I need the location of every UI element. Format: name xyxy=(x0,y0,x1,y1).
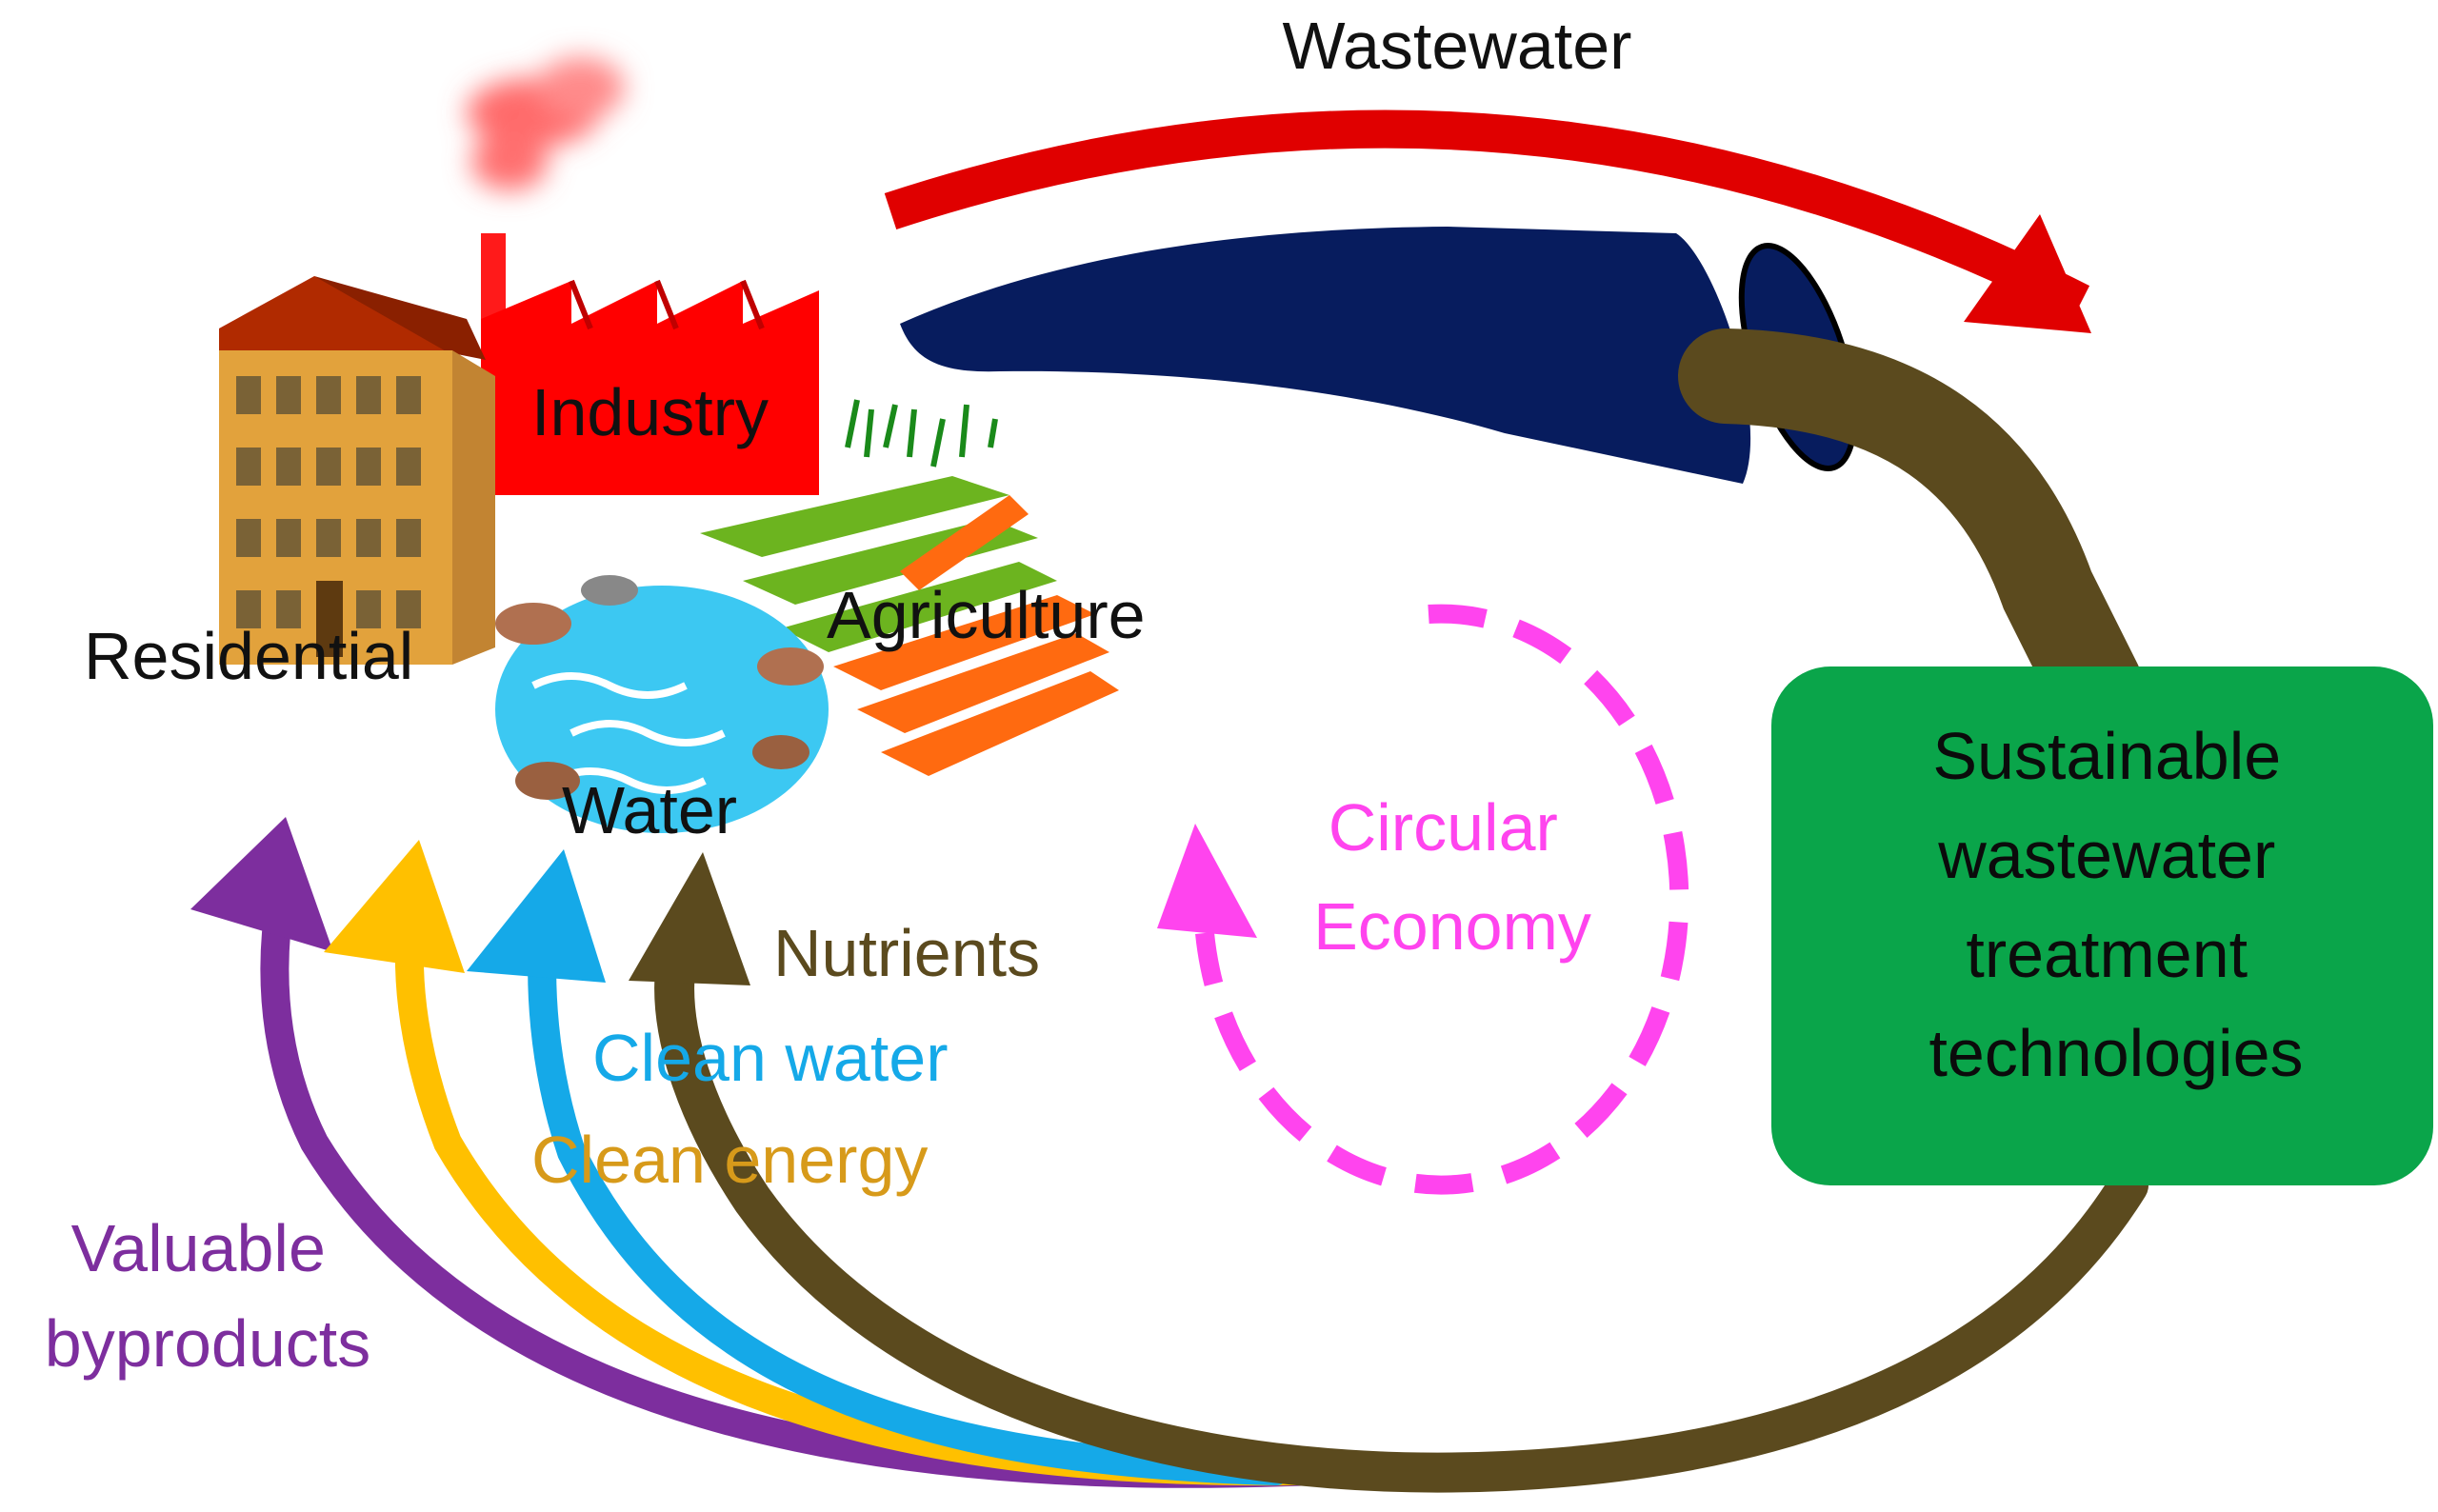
wastewater-label: Wastewater xyxy=(1283,9,1632,83)
water-label: Water xyxy=(562,773,737,847)
treatment-box: Sustainable wastewater treatment technol… xyxy=(1771,666,2433,1185)
byproducts-label: Valuable byproducts xyxy=(45,1211,370,1381)
industry-label: Industry xyxy=(531,375,769,449)
treatment-line-3: treatment xyxy=(1966,917,2248,991)
building-windows xyxy=(236,376,421,657)
brown-flow xyxy=(629,328,2148,1493)
clean-water-arrowhead xyxy=(467,849,606,983)
building-icon xyxy=(219,276,495,665)
farm-field-icon xyxy=(700,399,1119,776)
clean-energy-label: Clean energy xyxy=(531,1123,928,1197)
circular-economy-loop: Circular Economy xyxy=(1157,604,1689,1195)
clean-water-arrow-shaft xyxy=(528,905,1290,1485)
svg-text:Circular Economy: Circular Economy xyxy=(1313,790,1591,964)
agriculture-label: Agriculture xyxy=(827,578,1146,652)
treatment-line-4: technologies xyxy=(1928,1016,2303,1090)
nutrients-label: Nutrients xyxy=(773,916,1040,990)
return-arrows xyxy=(190,817,1329,1488)
wastewater-arrow xyxy=(884,109,2091,333)
byproducts-arrowhead xyxy=(190,817,333,952)
treatment-line-2: wastewater xyxy=(1937,818,2275,892)
wastewater-arrowhead xyxy=(1964,214,2091,333)
treatment-line-1: Sustainable xyxy=(1932,719,2281,793)
svg-text:Sustainable wastewater: Sustainable wastewater treatment technol… xyxy=(1928,719,2303,1090)
clean-energy-arrowhead xyxy=(324,840,465,973)
factory-icon xyxy=(481,233,819,495)
nutrients-arrowhead xyxy=(629,852,750,985)
circular-line-2: Economy xyxy=(1313,889,1591,964)
pond-icon xyxy=(495,575,829,833)
residential-label: Residential xyxy=(84,619,413,693)
smoke-icon xyxy=(467,57,625,190)
clean-water-label: Clean water xyxy=(592,1021,949,1095)
circular-line-1: Circular xyxy=(1329,790,1558,865)
circular-arrowhead xyxy=(1157,824,1257,938)
